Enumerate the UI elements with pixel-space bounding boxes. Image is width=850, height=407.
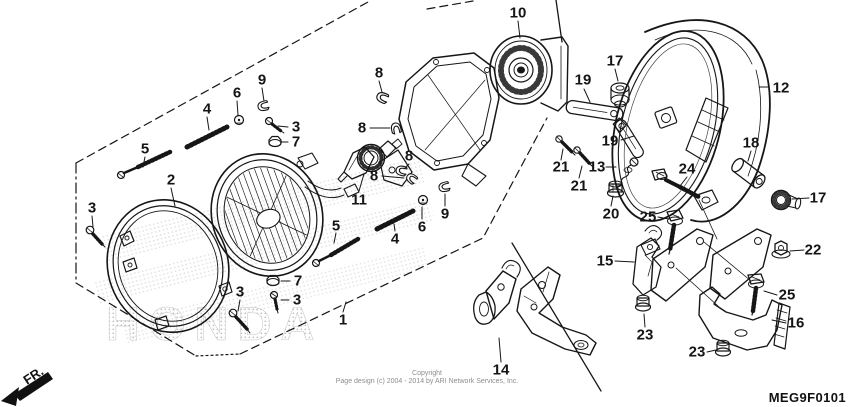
stud-4b <box>374 208 416 232</box>
bracket-16 <box>698 228 791 351</box>
mount-collar <box>489 35 569 112</box>
screw-3b <box>264 116 285 134</box>
bolt-25b <box>747 273 765 316</box>
front-direction-arrow: FR. <box>1 364 53 406</box>
screw-3c <box>269 290 279 314</box>
leader-lines <box>91 20 810 363</box>
honda-watermark: HONDA <box>106 297 323 350</box>
bulb-mount-frame <box>379 52 500 187</box>
bracket-14 <box>473 259 597 356</box>
collar-18 <box>731 157 766 189</box>
copyright-line2: Page design (c) 2004 - 2014 by ARI Netwo… <box>335 378 519 385</box>
nut-23a <box>634 294 652 312</box>
screw-21b <box>573 146 594 168</box>
copyright-line1: Copyright <box>412 370 442 377</box>
headlight-rim-ring <box>106 198 233 334</box>
headlight-stay-upper <box>565 99 627 133</box>
clip-9b <box>437 180 452 194</box>
grommet-lower <box>770 189 802 211</box>
bracket-15 <box>632 225 714 302</box>
bolt-25a <box>666 209 684 255</box>
nut-6b <box>417 194 429 206</box>
bolt-24 <box>651 168 702 200</box>
copyright-block: Copyright Page design (c) 2004 - 2014 by… <box>252 370 602 386</box>
clip-9a <box>256 99 271 113</box>
nut-20 <box>606 180 625 198</box>
stud-4a <box>184 124 230 150</box>
nut-7b <box>266 274 280 287</box>
headlight-bulb <box>337 138 403 183</box>
screw-3a <box>85 225 106 248</box>
nut-6a <box>233 114 245 126</box>
nut-7a <box>268 135 282 148</box>
headlight-case <box>611 19 771 223</box>
screw-21a <box>555 135 576 156</box>
screw-5b <box>311 236 361 268</box>
grommet-upper <box>610 82 630 108</box>
nut-23b <box>714 339 732 357</box>
clip-8a <box>374 90 390 105</box>
screw-3d <box>228 308 251 334</box>
nut-22 <box>771 240 791 259</box>
diagram-code: MEG9F0101 <box>768 390 846 405</box>
